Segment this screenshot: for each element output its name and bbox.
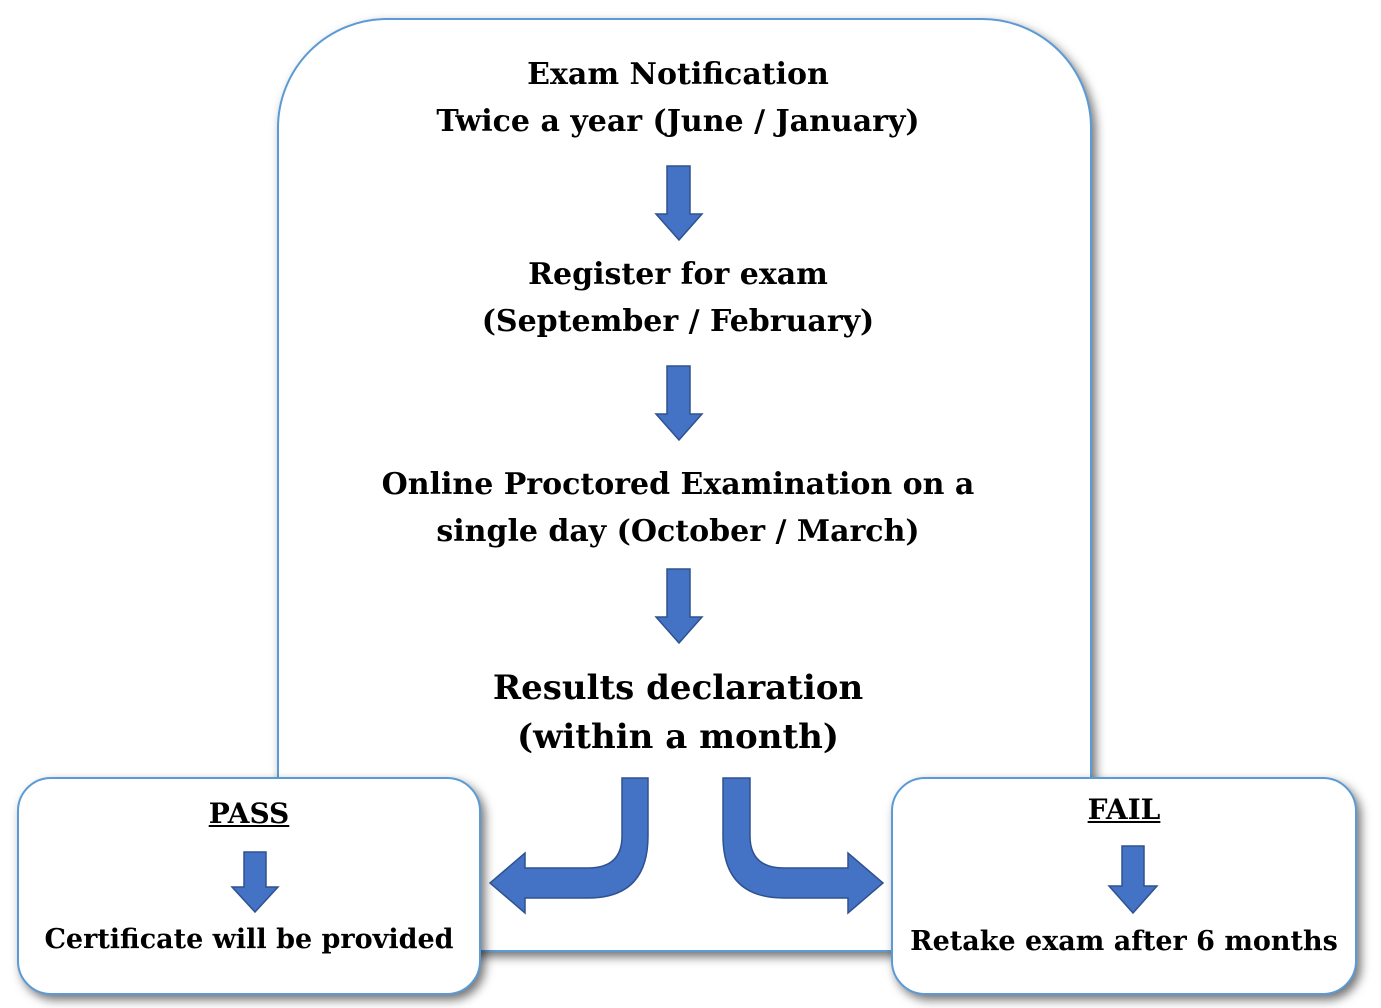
step-register: Register for exam (September / February) xyxy=(278,252,1078,345)
step-detail: single day (October / March) xyxy=(436,513,920,549)
step-detail: (September / February) xyxy=(481,303,875,339)
fail-title: FAIL xyxy=(1087,793,1161,826)
step-title: Register for exam xyxy=(528,257,828,292)
step-title: Exam Notification xyxy=(527,57,829,92)
step-exam-notification: Exam Notification Twice a year (June / J… xyxy=(278,52,1078,145)
pass-result-text: Certificate will be provided xyxy=(44,924,454,955)
step-detail: Twice a year (June / January) xyxy=(436,103,920,139)
step-title: Online Proctored Examination on a xyxy=(381,467,975,502)
step-online-exam: Online Proctored Examination on a single… xyxy=(278,462,1078,555)
pass-title: PASS xyxy=(208,797,290,830)
step-detail: (within a month) xyxy=(517,717,839,758)
fail-result-text: Retake exam after 6 months xyxy=(910,926,1338,957)
step-results-declaration: Results declaration (within a month) xyxy=(278,664,1078,763)
step-title: Results declaration xyxy=(492,668,864,708)
